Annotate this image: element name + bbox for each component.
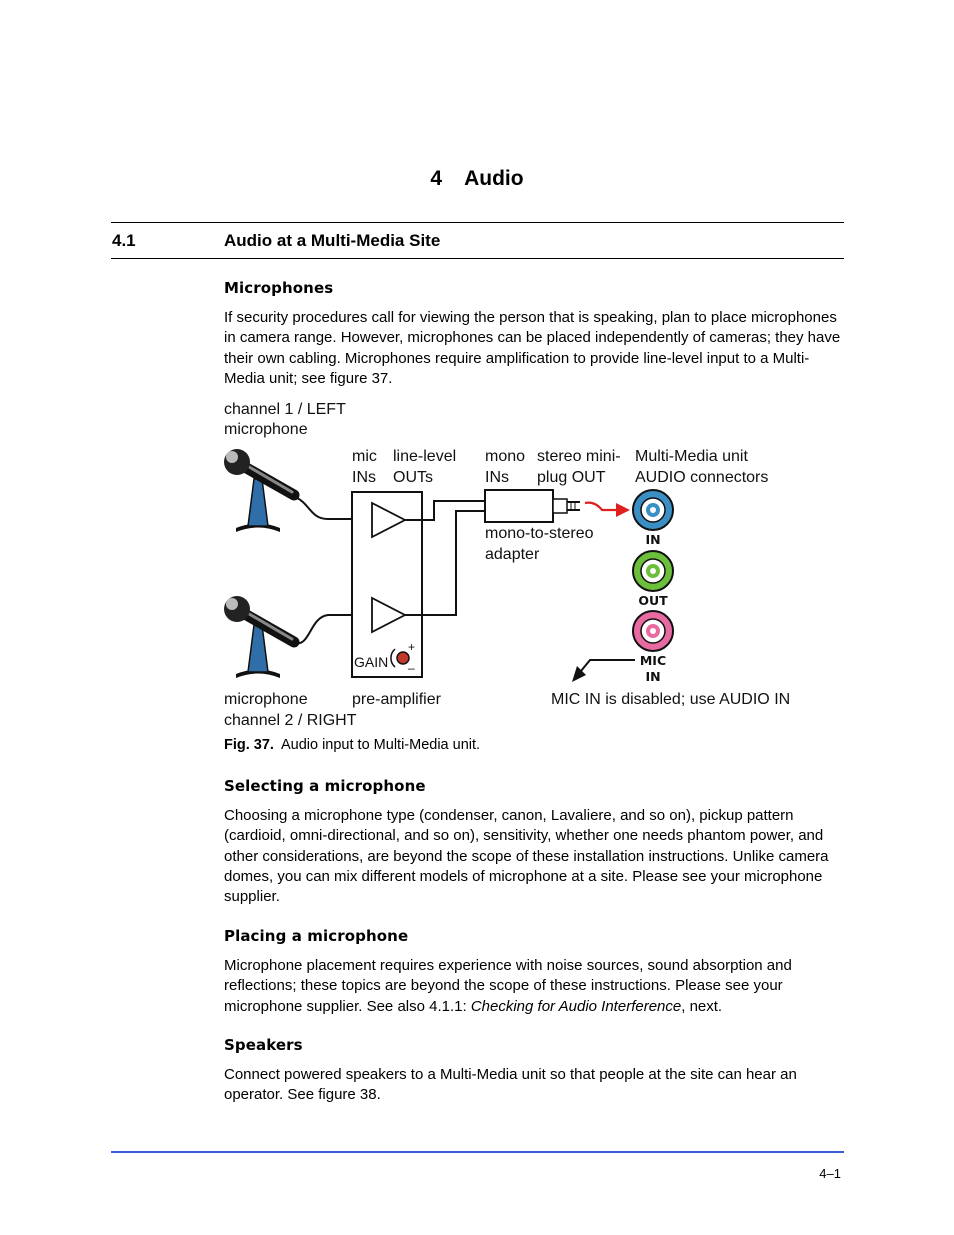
microphone-2-icon bbox=[224, 596, 300, 678]
label-stereo-line2: plug OUT bbox=[537, 469, 606, 486]
speakers-paragraph: Connect powered speakers to a Multi-Medi… bbox=[224, 1066, 797, 1104]
label-conn-mic-line2: IN bbox=[645, 669, 660, 684]
label-mic-ins-line2: INs bbox=[352, 469, 376, 486]
pre-amplifier-box: GAIN + – bbox=[351, 491, 423, 678]
audio-out-connector-icon bbox=[632, 550, 674, 592]
microphones-heading: Microphones bbox=[224, 279, 334, 297]
label-line-outs-line2: OUTs bbox=[393, 469, 433, 486]
mic-in-connector-icon bbox=[632, 610, 674, 652]
label-channel2: channel 2 / RIGHT bbox=[224, 712, 357, 729]
figure-caption-text: Audio input to Multi-Media unit. bbox=[280, 737, 481, 753]
chapter-title: 4 Audio bbox=[0, 167, 954, 191]
footer-rule bbox=[111, 1151, 844, 1153]
label-conn-out: OUT bbox=[638, 593, 668, 608]
label-mono-ins-line2: INs bbox=[485, 469, 509, 486]
gain-knob-icon bbox=[390, 648, 410, 668]
label-gain-plus: + bbox=[408, 640, 415, 654]
label-line-outs-line1: line-level bbox=[393, 448, 456, 465]
label-gain-minus: – bbox=[408, 661, 415, 675]
page-number: 4–1 bbox=[819, 1166, 841, 1181]
red-arrow-icon bbox=[584, 501, 630, 517]
figure-caption: Fig. 37. Audio input to Multi-Media unit. bbox=[224, 737, 480, 753]
label-gain: GAIN bbox=[354, 654, 388, 670]
label-stereo-line1: stereo mini- bbox=[537, 448, 621, 465]
microphone-1-icon bbox=[224, 449, 300, 532]
label-conn-mic-line1: MIC bbox=[640, 653, 666, 668]
label-channel1-line1: channel 1 / LEFT bbox=[224, 401, 346, 418]
speakers-heading: Speakers bbox=[224, 1036, 303, 1054]
label-mic-ins-line1: mic bbox=[352, 448, 377, 465]
label-micin-disabled: MIC IN is disabled; use AUDIO IN bbox=[551, 691, 790, 708]
placing-text-after: , next. bbox=[681, 997, 723, 1015]
label-unit-line1: Multi-Media unit bbox=[635, 448, 748, 465]
section-bottom-rule bbox=[111, 258, 844, 259]
label-conn-in: IN bbox=[645, 532, 660, 547]
label-preamp: pre-amplifier bbox=[352, 691, 442, 708]
label-adapter-line2: adapter bbox=[485, 546, 540, 563]
chapter-title-text: Audio bbox=[464, 167, 524, 190]
mono-to-stereo-adapter bbox=[484, 489, 580, 523]
label-microphone-bottom: microphone bbox=[224, 691, 308, 708]
placing-xref-title: Checking for Audio Interference bbox=[470, 997, 682, 1015]
placing-paragraph: Microphone placement requires experience… bbox=[224, 956, 844, 1017]
selecting-paragraph: Choosing a microphone type (condenser, c… bbox=[224, 807, 829, 906]
label-adapter-line1: mono-to-stereo bbox=[485, 525, 594, 542]
figure-caption-label: Fig. 37. bbox=[224, 737, 274, 753]
chapter-number: 4 bbox=[430, 167, 443, 190]
label-channel1-line2: microphone bbox=[224, 421, 308, 438]
section-number: 4.1 bbox=[112, 231, 136, 250]
placing-text-before: Microphone placement requires experience… bbox=[224, 957, 792, 1015]
label-unit-line2: AUDIO connectors bbox=[635, 469, 768, 486]
placing-heading: Placing a microphone bbox=[224, 927, 409, 945]
mic-in-arrow-icon bbox=[572, 659, 635, 682]
microphones-paragraph: If security procedures call for viewing … bbox=[224, 309, 841, 387]
section-top-rule bbox=[111, 222, 844, 223]
audio-input-diagram: channel 1 / LEFT microphone mic INs line… bbox=[224, 401, 790, 729]
section-title: Audio at a Multi-Media Site bbox=[224, 231, 441, 250]
audio-in-connector-icon bbox=[632, 489, 674, 531]
selecting-heading: Selecting a microphone bbox=[224, 777, 426, 795]
label-mono-ins-line1: mono bbox=[485, 448, 525, 465]
